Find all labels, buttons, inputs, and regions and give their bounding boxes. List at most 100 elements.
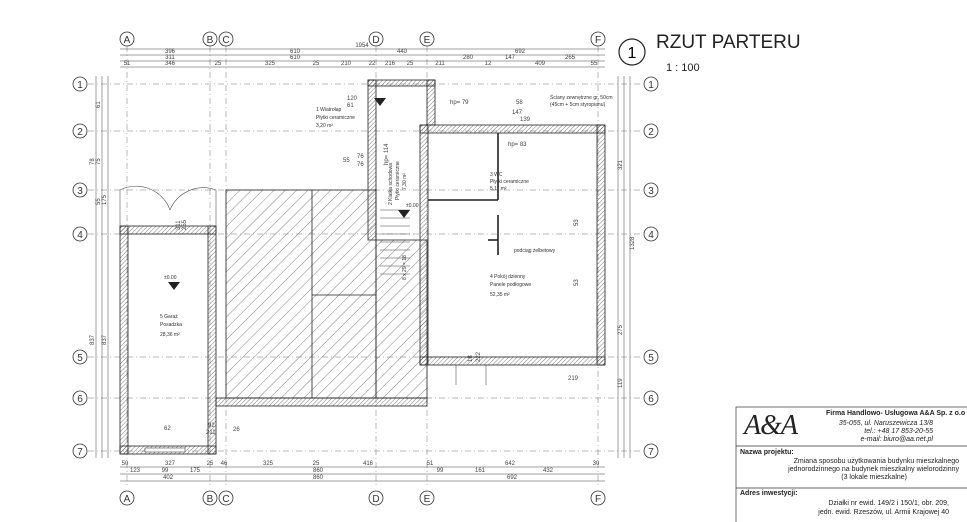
axis-label-1-left: 1 (77, 80, 83, 91)
dim-left-5: 837 (90, 334, 96, 345)
wall-note: Ściany zewnętrzne gr. 50cm (550, 93, 613, 101)
dim-top-r3-4: 25 (313, 61, 320, 67)
title-block-company: Firma Handlowo- Usługowa A&A Sp. z o.o (826, 410, 966, 417)
dim-top-r3-2: 25 (215, 61, 222, 67)
dim-311: 311 (176, 220, 182, 230)
dim-53b: 53 (574, 279, 580, 286)
dim-219: 219 (568, 376, 579, 382)
dim-top-r3-5: 210 (341, 61, 352, 67)
row-axis-right (643, 76, 659, 459)
column-axis-bottom (119, 490, 606, 506)
dim-left-3: 55 (96, 198, 102, 205)
dim-top-r3-0: 51 (124, 61, 131, 67)
axis-label-4-left: 4 (77, 230, 83, 241)
level-marker-garage (168, 282, 180, 290)
dim-bottom-r2-1: 99 (162, 468, 169, 474)
project-name-line1: Zmiana sposobu użytkowania budynku miesz… (793, 458, 959, 465)
drawing-scale: 1 : 100 (666, 62, 700, 74)
axis-label-e-top: E (424, 35, 431, 46)
dim-bottom-r1-2: 25 (207, 461, 214, 467)
dim-right-3: 119 (618, 378, 624, 388)
axis-label-6-left: 6 (77, 394, 83, 405)
dim-76b: 76 (357, 162, 364, 168)
dim-bottom-r1-8: 642 (505, 461, 516, 467)
axis-label-6-right: 6 (648, 394, 654, 405)
hp-114: hp= 114 (384, 143, 390, 165)
garage-walls (119, 225, 217, 455)
dim-top-r3-3: 325 (265, 61, 276, 67)
dim-bottom-r2-6: 432 (543, 468, 554, 474)
beam-note: podciąg żelbetowy (514, 248, 556, 254)
dim-bottom-r1-4: 325 (263, 461, 274, 467)
dimension-lines-bottom (120, 466, 605, 482)
axis-label-2-left: 2 (77, 127, 83, 138)
level-garage: ±0.00 (164, 275, 177, 281)
axis-label-5-left: 5 (77, 353, 83, 364)
stairs-note: 8 x 29 = 18 (402, 255, 408, 280)
room-3-area: 5,11 m² (490, 186, 507, 192)
dim-18: 18 (468, 355, 474, 362)
room-1-area: 3,20 m² (316, 123, 333, 129)
column-axis-top (119, 31, 606, 47)
title-block (735, 406, 967, 522)
garage-door-swing-2 (169, 187, 217, 226)
axis-label-4-right: 4 (648, 230, 654, 241)
hp-79: hp= 79 (450, 100, 469, 106)
dim-bottom-r2-0: 123 (130, 468, 141, 474)
dim-bottom-r1-9: 30 (593, 461, 600, 467)
dim-right-1: 1328 (630, 236, 636, 250)
dim-76a: 76 (357, 154, 364, 160)
dim-top-r2-0: 311 (165, 55, 175, 61)
dim-53a: 53 (574, 219, 580, 226)
room-1-name: 1 Wiatrołap (316, 107, 342, 113)
room-3-name: 3 WC (490, 172, 503, 178)
dim-61: 61 (347, 103, 354, 109)
axis-label-5-right: 5 (648, 353, 654, 364)
dim-top-r1-1: 610 (290, 49, 301, 55)
drawing-number: 1 (628, 45, 637, 62)
dim-top-r2-3: 147 (505, 55, 516, 61)
axis-label-e-bottom: E (424, 494, 431, 505)
dim-top-r3-9: 211 (435, 61, 445, 67)
dim-top-r2-1: 610 (290, 55, 301, 61)
dim-26: 26 (233, 427, 240, 433)
project-name-line2: jednorodzinnego na budynek mieszkalny wi… (788, 466, 959, 473)
room-5-name: 5 Garaż (160, 314, 178, 320)
dim-bottom-r2-4: 99 (437, 468, 444, 474)
dim-top-r3-11: 409 (535, 61, 546, 67)
room-2-name: 2 Klatka schodowa (388, 163, 394, 205)
axis-label-3-right: 3 (648, 186, 654, 197)
dim-bottom-r2-5: 161 (475, 468, 486, 474)
dim-bottom-r1-1: 327 (165, 461, 176, 467)
dim-left-1: 75 (96, 158, 102, 165)
axis-label-d-top: D (372, 35, 379, 46)
axis-label-f-bottom: F (595, 494, 601, 505)
dim-211: 211 (206, 430, 216, 436)
room-4-floor: Panele podłogowe (490, 282, 531, 288)
dim-62: 62 (164, 426, 171, 432)
dim-bottom-r1-5: 25 (313, 461, 320, 467)
garage-door-swing (119, 185, 171, 226)
dim-120: 120 (347, 96, 358, 102)
dim-bottom-r1-0: 50 (122, 461, 129, 467)
dim-55: 55 (343, 158, 350, 164)
room-4-name: 4 Pokój dzienny (490, 274, 526, 280)
level-stairs: ±0.00 (406, 203, 419, 209)
dim-top-r1-3: 692 (515, 49, 526, 55)
wc-partition (428, 133, 499, 255)
dim-139: 139 (520, 117, 531, 123)
dim-right-2: 275 (618, 324, 624, 335)
dim-222: 222 (476, 351, 482, 362)
dim-bottom-r1-6: 416 (363, 461, 374, 467)
dim-right-0: 321 (618, 159, 624, 170)
axis-label-3-left: 3 (77, 186, 83, 197)
dim-left-4: 175 (102, 194, 108, 205)
hp-83: hp= 83 (508, 142, 527, 148)
axis-label-b-bottom: B (207, 494, 214, 505)
living-room-walls (419, 124, 606, 366)
room-5-floor: Posadzka (160, 322, 182, 328)
dim-left-6: 837 (102, 334, 108, 345)
dim-top-r1-0: 396 (165, 49, 176, 55)
title-block-email: e-mail: biuro@aa.net.pl (860, 436, 933, 443)
